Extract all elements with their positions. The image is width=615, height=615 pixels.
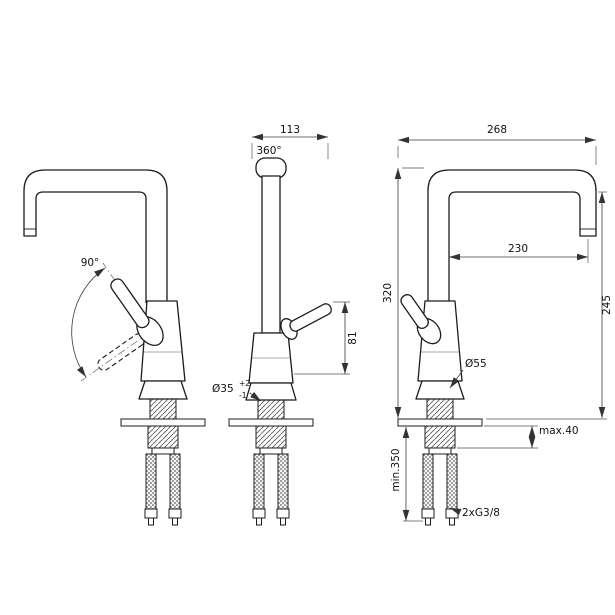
spout-cap-front <box>255 157 287 179</box>
handle-lever-right-view <box>400 294 429 330</box>
base-flange-front <box>245 382 297 401</box>
faucet-side-view-right: 268 230 320 245 Ø55 max.40 min.350 2xG3/… <box>382 124 613 526</box>
dim-113-label: 113 <box>280 124 300 136</box>
dim-245-label: 245 <box>601 295 613 315</box>
tolerance-upper-label: +2 <box>239 379 250 388</box>
dim-268-label: 268 <box>487 124 507 136</box>
swivel-angle-label: 90° <box>81 257 100 269</box>
rotation-360-label: 360° <box>256 145 281 157</box>
spout-right-view <box>427 169 597 303</box>
handle-centerline-down <box>80 331 151 382</box>
dim-body-diameter-label: Ø55 <box>465 358 487 370</box>
base-flange-left <box>138 380 188 400</box>
dim-320-label: 320 <box>382 283 394 303</box>
undermount-front-view <box>228 398 314 526</box>
faucet-side-view-left: 90° <box>23 169 206 526</box>
base-flange-right <box>415 380 465 400</box>
handle-lever-front-view <box>289 303 332 332</box>
spout-column-front <box>261 175 281 334</box>
swivel-arc <box>71 267 106 378</box>
connection-label: 2xG3/8 <box>462 507 500 519</box>
dim-230-label: 230 <box>508 243 528 255</box>
dim-81-label: 81 <box>347 331 359 344</box>
handle-lever-left-view <box>110 278 150 329</box>
undermount-left-view <box>120 398 206 526</box>
dim-min350-label: min.350 <box>390 448 402 491</box>
leader-body-diameter <box>449 369 464 389</box>
handle-centerline-up <box>102 262 151 333</box>
dim-max40-label: max.40 <box>539 425 579 437</box>
leader-base-diameter <box>249 391 262 402</box>
faucet-front-view: 113 360° 81 Ø35 +2 -1 <box>212 124 359 526</box>
dim-base-diameter-label: Ø35 <box>212 383 234 395</box>
spout-left-view <box>23 169 168 303</box>
tolerance-lower-label: -1 <box>239 391 247 400</box>
leader-connection <box>449 507 462 516</box>
